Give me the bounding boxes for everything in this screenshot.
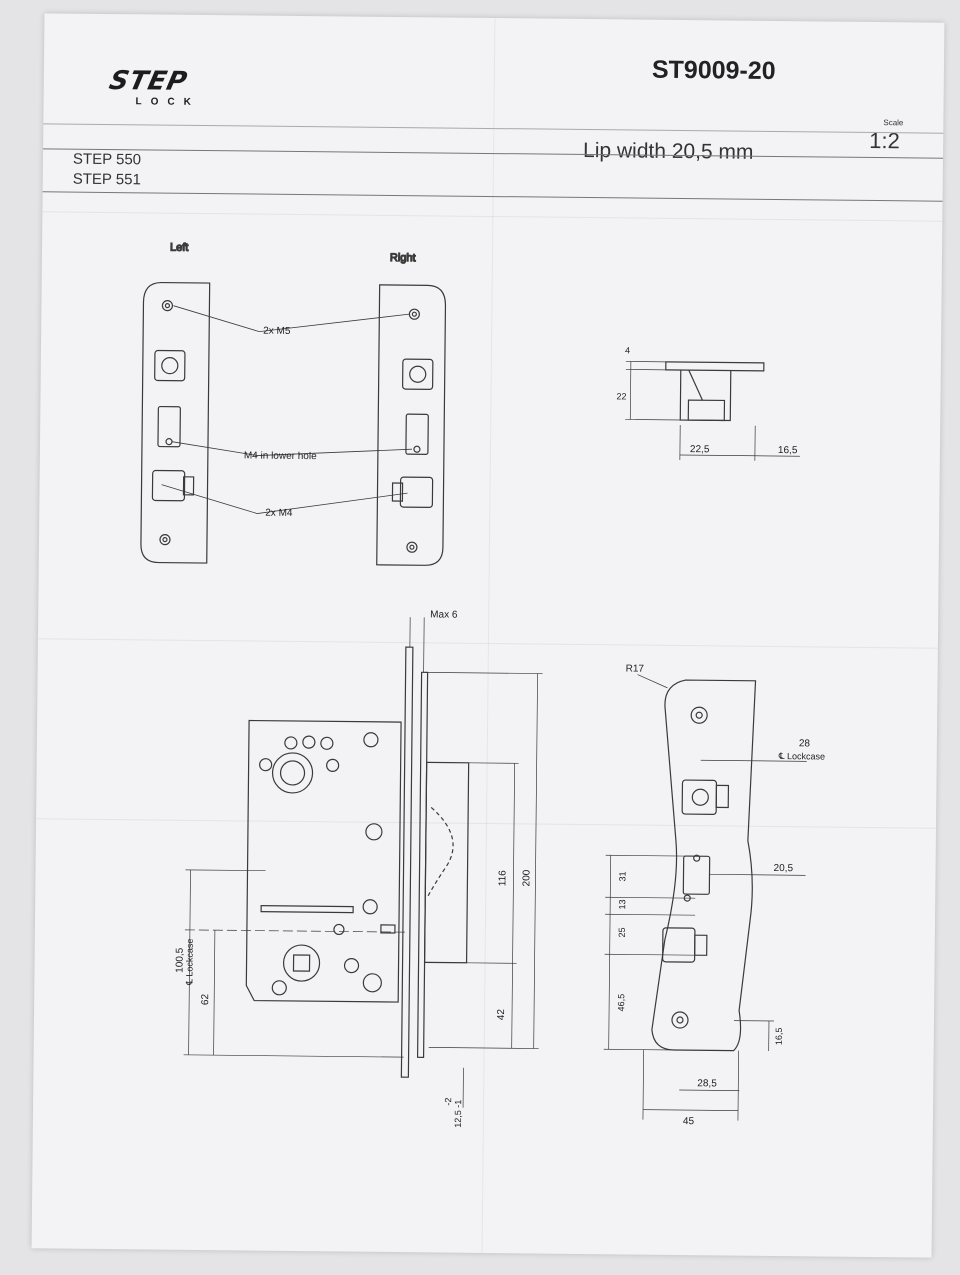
front-lockcase-centerline: ℄ Lockcase bbox=[778, 751, 825, 761]
drawing-sheet: STEP LOCK ST9009-20 Lip width 20,5 mm Sc… bbox=[31, 13, 945, 1258]
strike-plate-right bbox=[376, 284, 447, 566]
lockcase-drawing bbox=[183, 617, 543, 1108]
dim-20-5: 20,5 bbox=[774, 863, 794, 874]
dim-r17: R17 bbox=[626, 663, 645, 674]
dim-200: 200 bbox=[521, 869, 532, 886]
dim-side-top: 4 bbox=[625, 345, 630, 355]
dim-62: 62 bbox=[200, 993, 211, 1005]
callout-lines bbox=[161, 305, 412, 514]
dim-28-5: 28,5 bbox=[697, 1078, 717, 1089]
dim-25: 25 bbox=[617, 927, 627, 937]
dim-28: 28 bbox=[799, 738, 811, 749]
strike-plate-left bbox=[140, 281, 211, 564]
dim-tolerance-2: 12,5 -1 bbox=[453, 1100, 463, 1128]
dim-116: 116 bbox=[497, 870, 508, 886]
lockcase-centerline: ℄ Lockcase bbox=[184, 939, 194, 986]
dim-tolerance-1: -2 bbox=[443, 1098, 453, 1106]
technical-drawing: Left Right 2x M5 M4 in lower bbox=[140, 241, 825, 1128]
dim-46-5: 46,5 bbox=[616, 994, 626, 1012]
dim-45: 45 bbox=[683, 1116, 695, 1127]
dim-side-height: 22 bbox=[616, 391, 626, 401]
strike-right-label: Right bbox=[390, 252, 416, 264]
front-plate-drawing bbox=[603, 674, 807, 1121]
dim-42: 42 bbox=[496, 1009, 507, 1021]
dim-side-width-2: 16,5 bbox=[778, 445, 798, 456]
strike-left-label: Left bbox=[170, 242, 188, 254]
dim-16-5: 16,5 bbox=[774, 1027, 784, 1045]
dim-side-width-1: 22,5 bbox=[690, 444, 710, 455]
dim-13: 13 bbox=[617, 899, 627, 909]
callout-m4: 2x M4 bbox=[265, 508, 293, 519]
dim-31: 31 bbox=[617, 871, 627, 881]
strike-side-view bbox=[625, 361, 800, 461]
dim-max-6: Max 6 bbox=[430, 609, 458, 620]
callout-m5: 2x M5 bbox=[263, 326, 291, 337]
dim-100-5: 100,5 bbox=[174, 947, 185, 973]
callout-m4-lower: M4 in lower hole bbox=[244, 450, 317, 462]
